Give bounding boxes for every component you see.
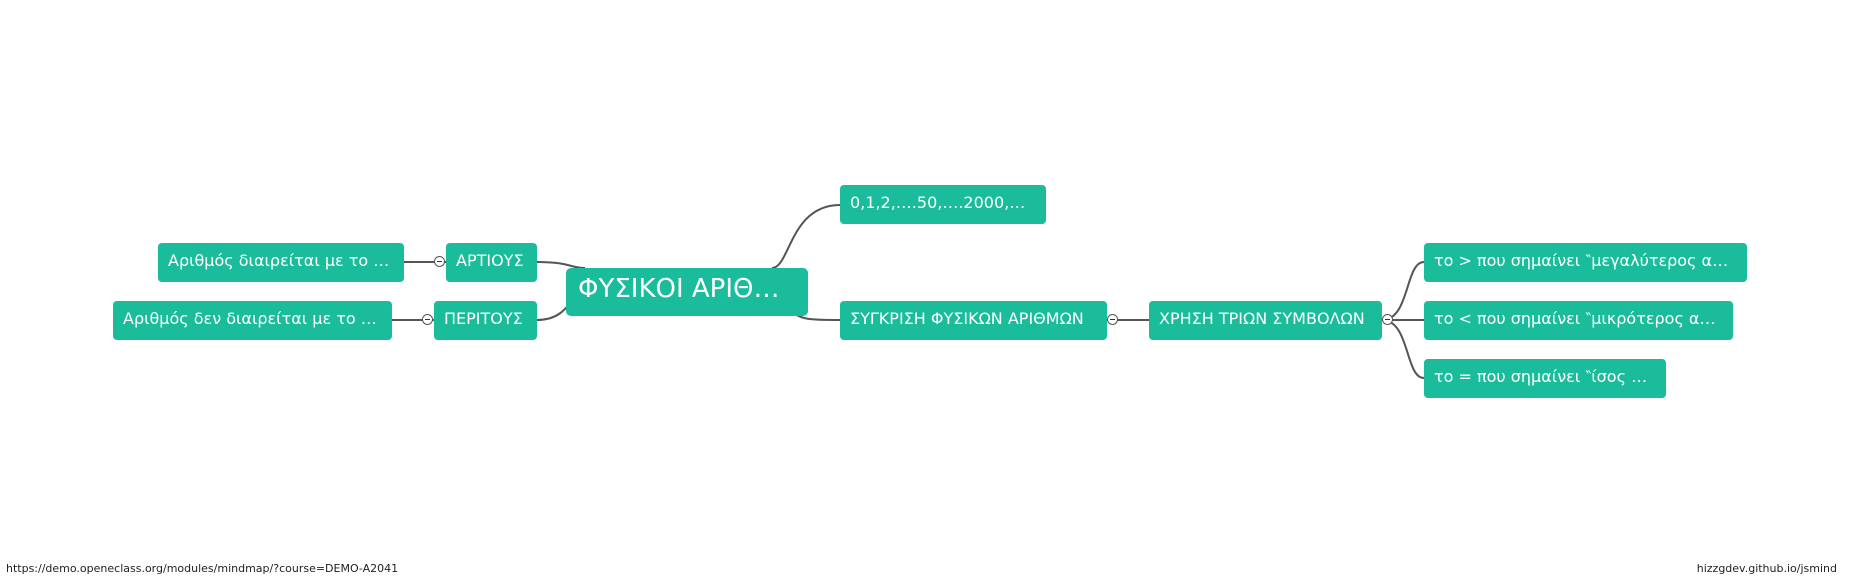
expander-odd-icon[interactable] — [422, 314, 433, 325]
root-node[interactable]: ΦΥΣΙΚΟΙ ΑΡΙΘΜΟΙ — [566, 268, 808, 316]
link-symbols-equal — [1381, 319, 1425, 379]
node-natural-numbers[interactable]: 0,1,2,….50,….2000,… — [840, 185, 1046, 224]
node-less[interactable]: το < που σημαίνει ‶μικρότερος από″ — [1424, 301, 1733, 340]
node-odd[interactable]: ΠΕΡΙΤΟΥΣ — [434, 301, 537, 340]
node-equal[interactable]: το = που σημαίνει ‶ίσος μ… — [1424, 359, 1666, 398]
footer-credit: hizzgdev.github.io/jsmind — [1696, 562, 1837, 575]
node-greater[interactable]: το > που σημαίνει ‶μεγαλύτερος από″ — [1424, 243, 1747, 282]
link-root-natural-numbers — [771, 204, 841, 269]
node-odd-detail[interactable]: Αριθμός δεν διαιρείται με το δύο — [113, 301, 392, 340]
expander-comparison-icon[interactable] — [1107, 314, 1118, 325]
node-three-symbols[interactable]: ΧΡΗΣΗ ΤΡΙΩΝ ΣΥΜΒΟΛΩΝ — [1149, 301, 1382, 340]
expander-even-icon[interactable] — [434, 256, 445, 267]
node-even[interactable]: ΑΡΤΙΟΥΣ — [446, 243, 537, 282]
link-symbols-greater — [1381, 261, 1425, 321]
node-even-detail[interactable]: Αριθμός διαιρείται με το δύο — [158, 243, 404, 282]
link-root-even — [536, 261, 586, 269]
footer-url: https://demo.openeclass.org/modules/mind… — [6, 562, 399, 575]
expander-three-symbols-icon[interactable] — [1382, 314, 1393, 325]
node-comparison[interactable]: ΣΥΓΚΡΙΣΗ ΦΥΣΙΚΩΝ ΑΡΙΘΜΩΝ — [840, 301, 1107, 340]
